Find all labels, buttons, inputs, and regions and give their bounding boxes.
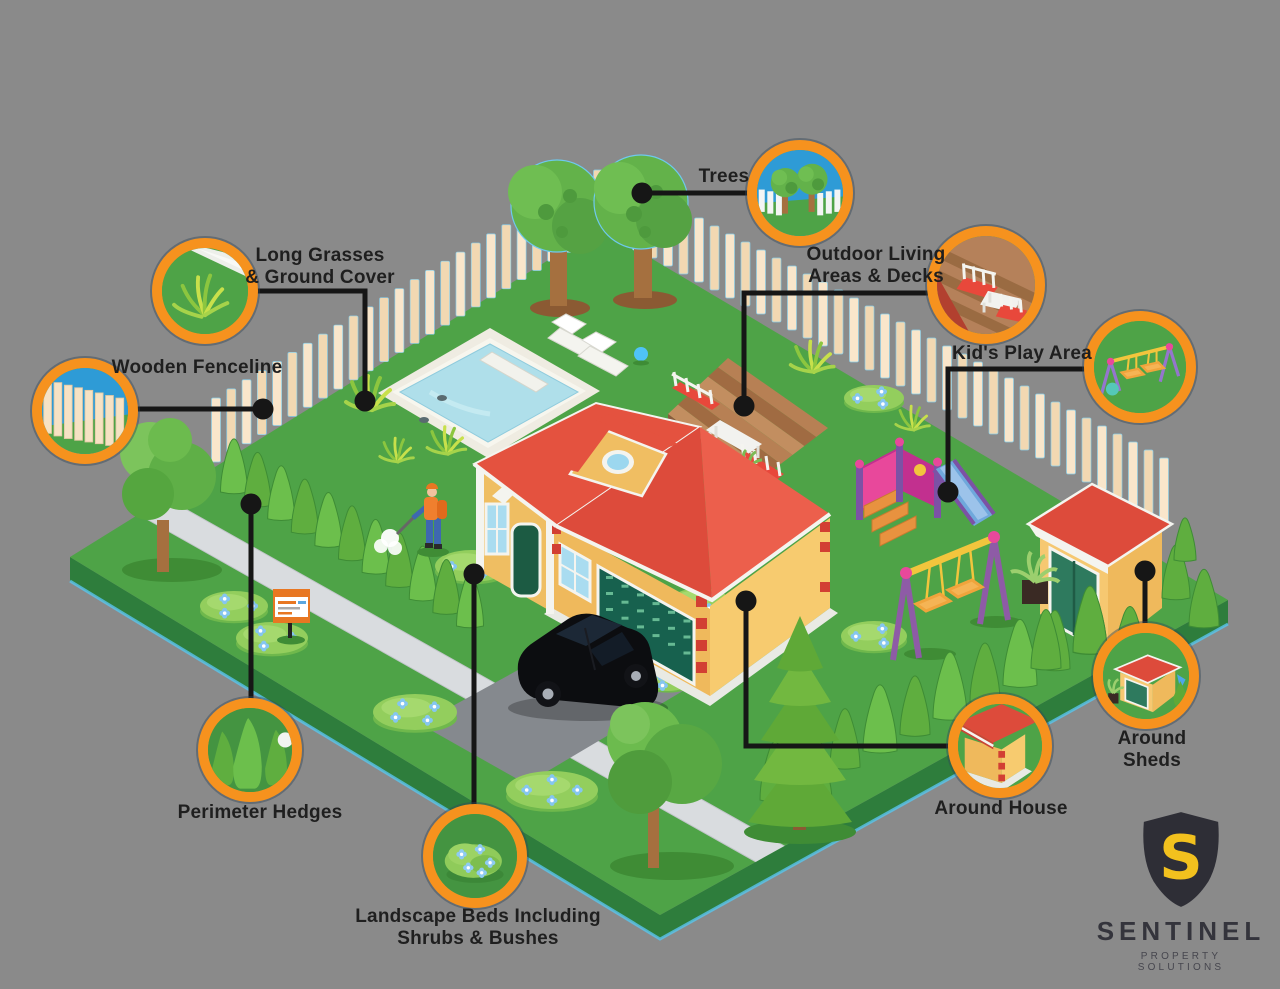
callout-kids-play-area bbox=[1084, 311, 1196, 423]
sentinel-logo: S SENTINEL PROPERTY SOLUTIONS bbox=[1096, 810, 1266, 973]
flower-bed-icon bbox=[433, 814, 517, 898]
house-corner-icon bbox=[958, 704, 1042, 788]
shield-icon: S bbox=[1143, 812, 1219, 907]
callout-landscape-beds bbox=[423, 804, 527, 908]
shed-icon bbox=[1103, 633, 1189, 719]
agave-plant bbox=[1010, 550, 1061, 584]
house bbox=[472, 401, 838, 706]
agave-pot bbox=[1022, 580, 1048, 604]
label-long-grasses: Long Grasses & Ground Cover bbox=[245, 245, 395, 289]
callout-connectors bbox=[130, 190, 1148, 808]
callout-perimeter-hedges bbox=[198, 698, 302, 802]
callout-around-house bbox=[948, 694, 1052, 798]
swing-icon bbox=[1094, 321, 1186, 413]
label-outdoor-living: Outdoor Living Areas & Decks bbox=[806, 244, 946, 288]
yard-sign bbox=[273, 589, 310, 645]
flowers bbox=[456, 844, 496, 879]
hedge-icon bbox=[208, 708, 292, 792]
callout-outdoor-living bbox=[927, 226, 1045, 344]
perimeter-hedges bbox=[219, 438, 1220, 804]
lawn-worker bbox=[374, 483, 449, 557]
logo-tagline: PROPERTY SOLUTIONS bbox=[1137, 951, 1225, 973]
label-trees: Trees bbox=[698, 166, 750, 187]
round-tree bbox=[607, 702, 734, 880]
label-landscape-beds: Landscape Beds Including Shrubs & Bushes bbox=[355, 906, 601, 950]
label-kids-play-area: Kid's Play Area bbox=[952, 343, 1092, 364]
callout-trees bbox=[747, 140, 853, 246]
deck-icon bbox=[937, 236, 1035, 334]
logo-monogram: S bbox=[1159, 824, 1203, 894]
swimming-pool bbox=[378, 328, 600, 458]
label-wooden-fenceline: Wooden Fenceline bbox=[111, 357, 283, 378]
trees-icon bbox=[757, 150, 843, 236]
callout-wooden-fenceline bbox=[32, 358, 138, 464]
swing-set bbox=[890, 531, 1022, 661]
front-yard-tree bbox=[120, 418, 222, 582]
callout-long-grasses bbox=[152, 238, 258, 344]
logo-name: SENTINEL bbox=[1096, 916, 1266, 946]
dormer bbox=[562, 414, 678, 498]
label-around-house: Around House bbox=[934, 798, 1068, 819]
grass-icon bbox=[162, 248, 248, 334]
label-around-sheds: Around Sheds bbox=[1117, 728, 1187, 772]
pine-tree bbox=[744, 616, 856, 844]
label-perimeter-hedges: Perimeter Hedges bbox=[177, 802, 343, 823]
connector-dots bbox=[240, 182, 1156, 612]
lounge-chairs bbox=[547, 313, 649, 377]
callout-around-sheds bbox=[1093, 623, 1199, 729]
fence-icon bbox=[42, 368, 128, 454]
deck-table bbox=[706, 420, 762, 454]
diving-board bbox=[479, 351, 549, 393]
